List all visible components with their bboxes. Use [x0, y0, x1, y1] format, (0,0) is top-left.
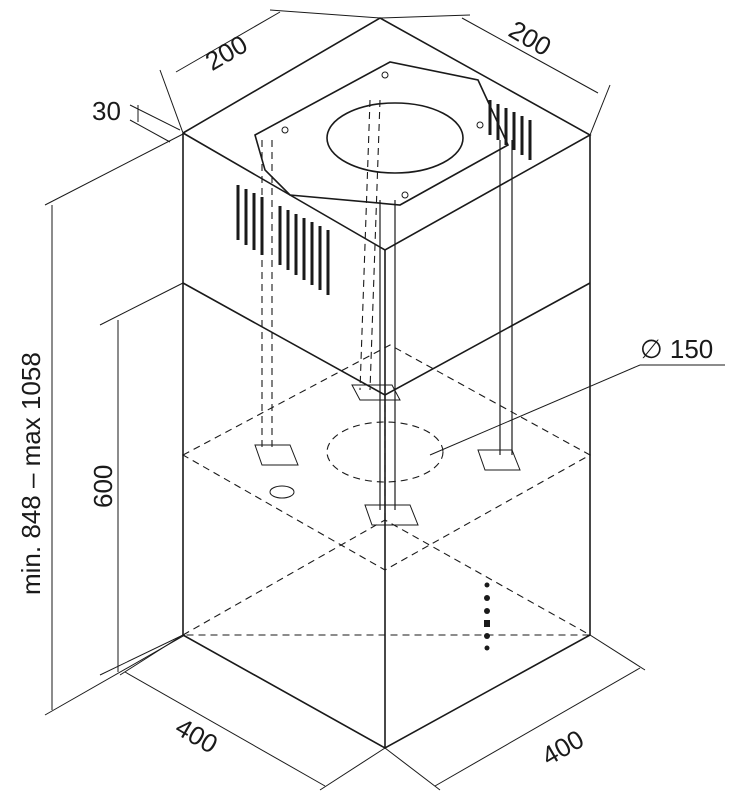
hood-body [182, 283, 591, 749]
vent-slots-left [236, 185, 330, 295]
dim-body-height-label: 600 [88, 465, 118, 508]
dim-duct-diameter-label: ∅ 150 [640, 334, 713, 364]
dim-top-right-label: 200 [504, 14, 557, 62]
dimension-top-left [159, 9, 381, 134]
dim-total-height-label: min. 848 – max 1058 [16, 352, 46, 595]
dim-bottom-left-label: 400 [170, 712, 223, 760]
dimension-bottom-right [384, 634, 646, 791]
dim-bottom-right-label: 400 [536, 724, 589, 772]
dim-collar-label: 30 [92, 96, 121, 126]
dimension-total-height [44, 132, 186, 716]
vent-slots-right [488, 100, 532, 160]
dimension-collar [129, 104, 181, 143]
control-panel [484, 582, 490, 651]
dimension-bottom-left [119, 634, 386, 791]
hidden-lines [180, 99, 593, 636]
chimney-upper-section [182, 17, 592, 396]
dimension-top-right [379, 14, 611, 136]
dimension-duct-diameter [429, 364, 725, 456]
dimension-body-height [99, 282, 184, 676]
dim-top-left-label: 200 [200, 29, 253, 77]
top-mounting-plate [254, 61, 510, 206]
